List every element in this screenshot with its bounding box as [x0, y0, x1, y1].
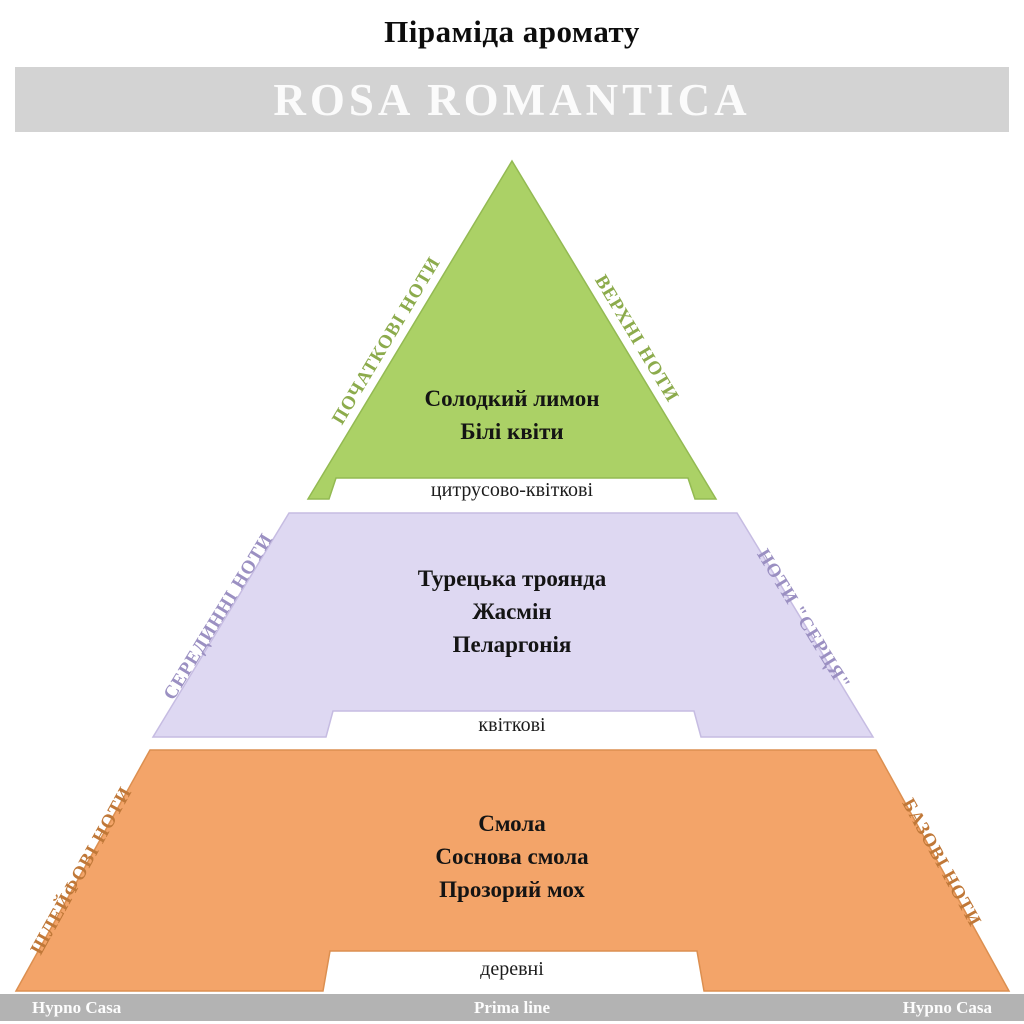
footer-line-name: Prima line	[473, 997, 550, 1017]
heart-family-label: квіткові	[478, 714, 546, 736]
product-name-banner: ROSA ROMANTICA	[15, 67, 1009, 132]
base-notes-list: Смола Соснова смола Прозорий мох	[0, 807, 1024, 906]
note-line: Білі квіти	[460, 419, 564, 444]
top-family-label: цитрусово-квіткові	[430, 479, 594, 501]
tier-top-shape	[306, 159, 718, 500]
footer-brand-bar: Hypno Casa Prima line Hypno Casa	[0, 994, 1024, 1021]
top-notes-list: Солодкий лимон Білі квіти	[0, 382, 1024, 448]
note-line: Пеларгонія	[452, 632, 572, 657]
footer-brand-left: Hypno Casa	[32, 997, 122, 1017]
note-line: Солодкий лимон	[424, 386, 600, 411]
note-line: Прозорий мох	[439, 877, 585, 902]
page-title: Піраміда аромату	[384, 14, 640, 49]
tier-base-shape	[14, 749, 1011, 992]
note-line: Соснова смола	[435, 844, 589, 869]
note-line: Жасмін	[472, 599, 552, 624]
heart-notes-list: Турецька троянда Жасмін Пеларгонія	[0, 562, 1024, 661]
product-name: ROSA ROMANTICA	[273, 74, 751, 125]
note-line: Смола	[478, 811, 546, 836]
note-line: Турецька троянда	[417, 566, 607, 591]
base-family-label: деревні	[480, 958, 544, 980]
footer-brand-right: Hypno Casa	[902, 997, 992, 1017]
tier-heart-shape	[151, 512, 875, 738]
